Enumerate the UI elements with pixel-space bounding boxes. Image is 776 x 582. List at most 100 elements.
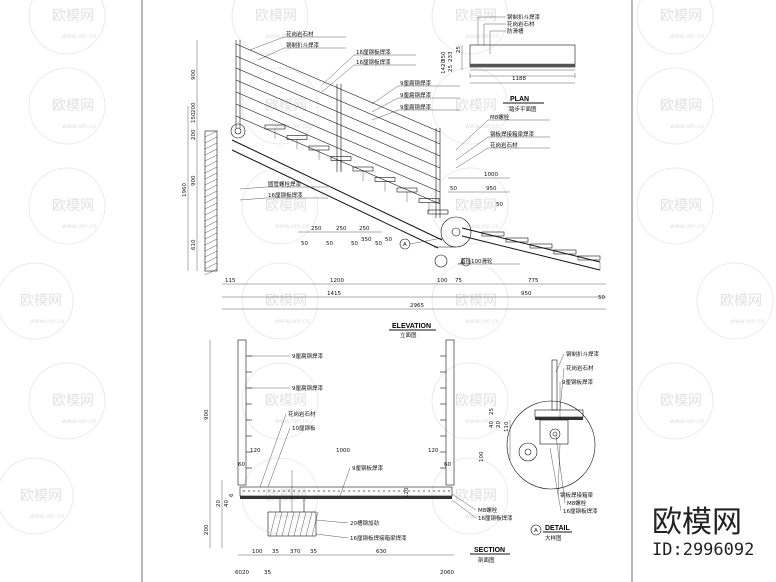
watermark-text: 欧模网 xyxy=(265,198,307,214)
sec-label-5: M8螺栓 xyxy=(478,506,498,514)
sec-dim-10: 200 xyxy=(204,524,210,535)
detail-dim-4: 25 xyxy=(489,408,495,415)
stringer-upper xyxy=(231,139,443,241)
plan-dim-0: 25 xyxy=(456,46,462,53)
rail-bar xyxy=(235,79,441,169)
detail-dim-2: 20 xyxy=(496,421,502,428)
watermark-url: www.om.cn xyxy=(265,33,300,40)
sec-label-0: 9厘扁钢焊漆 xyxy=(292,352,323,360)
detail-box-beam xyxy=(539,419,569,445)
sec-label-4: 9厘钢板焊漆 xyxy=(352,464,383,472)
elevation-wall xyxy=(204,130,218,272)
tread xyxy=(374,177,396,182)
rail-bar xyxy=(235,55,441,145)
top-pivot xyxy=(230,123,246,139)
tread-lower xyxy=(553,249,577,255)
pulley-wheel xyxy=(434,254,448,268)
elev-label-11: 16厘钢板焊漆 xyxy=(268,191,303,199)
watermark-text: 欧模网 xyxy=(20,488,62,504)
watermark-text: 欧模网 xyxy=(455,393,497,409)
sec-dim-4: 60 xyxy=(238,462,245,468)
watermark-url: www.om.cn xyxy=(275,318,310,325)
watermark-url: www.om.cn xyxy=(465,418,500,425)
sec-dim-9: 120 xyxy=(404,487,410,498)
elev-left-dim-3: 200 xyxy=(191,129,197,140)
elev-bottom-dim-7: 50 xyxy=(598,295,605,301)
stringer-lower xyxy=(461,227,601,263)
rail-bar xyxy=(235,67,441,157)
sec-dim-18: 2060 xyxy=(440,570,454,576)
step-dim-7: 350 xyxy=(361,237,372,243)
watermark-url: www.om.cn xyxy=(465,33,500,40)
sec-dim-7: 40 xyxy=(224,500,230,507)
step-dim-3: 50 xyxy=(301,241,308,247)
sec-dim-2: 1000 xyxy=(336,448,350,454)
elev-right-dim-0: 1000 xyxy=(484,172,498,178)
elev-left-dim-5: 900 xyxy=(191,175,197,186)
tread xyxy=(308,145,330,151)
detail-title-en: DETAIL xyxy=(545,525,570,532)
section-view: 900 120 1000 120 60 60 20 40 6 120 200 1… xyxy=(204,339,513,576)
sec-dim-6: 20 xyxy=(216,500,222,507)
sec-label-1: 9厘扁钢焊漆 xyxy=(292,384,323,392)
elev-left-dim-6: 610 xyxy=(191,239,197,250)
elev-bottom-dim-3: 75 xyxy=(455,278,462,284)
section-post-left xyxy=(237,339,247,486)
plan-title-cn: 踏步平面图 xyxy=(509,105,537,113)
watermark-url: www.om.cn xyxy=(465,513,500,520)
watermark-text: 欧模网 xyxy=(20,293,62,309)
detail-circle xyxy=(506,400,596,490)
sec-dim-3: 120 xyxy=(428,448,439,454)
rail-bar xyxy=(235,43,441,133)
watermark-text: 欧模网 xyxy=(455,98,497,114)
detail-bolt xyxy=(549,428,561,440)
sec-dim-12: 35 xyxy=(272,549,279,555)
step-dim-6: 50 xyxy=(375,241,382,247)
watermark-text: 欧模网 xyxy=(52,393,94,409)
elev-label-9: 花岗岩石材 xyxy=(490,141,518,149)
watermark-url: www.om.cn xyxy=(275,513,310,520)
elev-left-dim-0: 900 xyxy=(191,69,197,80)
elev-right-dim-3: 50 xyxy=(496,202,503,208)
step-dim-2: 250 xyxy=(359,226,370,232)
elevation-view: A 900 200 150 200 1960 900 610 花岗岩石材钢制扒斗… xyxy=(182,30,606,339)
elev-label-5: 9厘扁钢焊漆 xyxy=(400,91,431,99)
section-post-right xyxy=(445,339,455,486)
watermark-text: 欧模网 xyxy=(660,8,702,24)
elev-left-dim-2: 150 xyxy=(191,112,197,123)
elev-bottom-dim-4: 775 xyxy=(528,278,539,284)
section-steel-plate xyxy=(240,496,452,499)
elevation-title-en: ELEVATION xyxy=(392,323,431,330)
watermark-url: www.om.cn xyxy=(30,318,65,325)
plan-view: 钢制扒斗焊漆 花岗岩石材 防滑槽 25 233 350 25 1420 1188… xyxy=(441,13,576,113)
plan-label-1: 花岗岩石材 xyxy=(507,20,535,28)
watermark-text: 欧模网 xyxy=(255,8,297,24)
step-dim-4: 50 xyxy=(326,241,333,247)
sec-label-6: 16厘钢板焊漆 xyxy=(478,514,513,522)
detail-dim-1: 40 xyxy=(489,421,495,428)
tread-lower xyxy=(481,231,505,237)
sec-label-3: 10厘钢板 xyxy=(292,424,316,432)
sec-label-2: 花岗岩石材 xyxy=(288,410,316,418)
watermark-url: www.om.cn xyxy=(670,33,705,40)
detail-dim-3: 100 xyxy=(479,451,485,462)
det-label-2: 9厘钢板焊漆 xyxy=(562,378,593,386)
sec-dim-5: 60 xyxy=(444,462,451,468)
elev-left-dim-1: 200 xyxy=(191,102,197,113)
det-label-3: 钢板焊接箱梁 xyxy=(560,491,594,499)
watermark-url: www.om.cn xyxy=(465,123,500,130)
plan-title-en: PLAN xyxy=(510,96,529,103)
elev-bottom-dim-6: 950 xyxy=(521,291,532,297)
elev-label-7: M8螺栓 xyxy=(490,113,510,121)
watermark-text: 欧模网 xyxy=(52,198,94,214)
det-label-1: 花岗岩石材 xyxy=(566,364,594,372)
plan-anti-slip-groove xyxy=(470,64,575,67)
detail-dim-0: 110 xyxy=(504,421,510,432)
det-label-4: M8螺栓 xyxy=(567,499,587,507)
watermark-text: 欧模网 xyxy=(52,98,94,114)
watermark-text: 欧模网 xyxy=(455,488,497,504)
sec-label-8: 16厘钢板焊接箱梁焊漆 xyxy=(350,534,407,542)
watermark-url: www.om.cn xyxy=(670,223,705,230)
watermark-text: 欧模网 xyxy=(720,293,762,309)
